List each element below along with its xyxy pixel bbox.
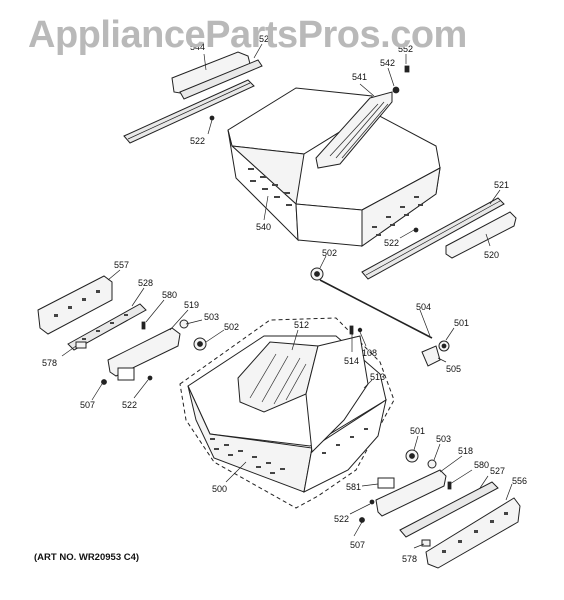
part-522-screw-upper-right [413,227,419,233]
part-522-screw-lower-left [147,375,153,381]
callout-518: 518 [458,446,473,456]
callout-507-right: 507 [350,540,365,550]
art-number-label: (ART NO. WR20953 C4) [34,552,140,563]
callout-503-left: 503 [204,312,219,322]
part-580-pin-left [141,321,146,330]
callout-522-upper-right: 522 [384,238,399,248]
callout-512: 512 [294,320,309,330]
callout-552-upper-right: 552 [398,44,413,54]
callout-522-upper-left: 522 [190,136,205,146]
callout-522-lower-right: 522 [334,514,349,524]
lower-basket-500 [179,317,395,509]
part-578-clip-left [75,341,87,349]
callout-520: 520 [484,250,499,260]
callout-108: 108 [362,348,377,358]
callout-580-left: 580 [162,290,177,300]
upper-bin-540 [227,65,441,247]
part-552-rail [179,59,263,100]
callout-labels: 544 552 552 541 542 522 540 521 522 520 … [42,34,527,564]
part-578-clip-right [421,539,431,547]
callout-522-lower-left: 522 [122,400,137,410]
part-556-bracket [425,497,521,569]
callout-578-left: 578 [42,358,57,368]
callout-501-right: 501 [454,318,469,328]
callout-502-upper: 502 [322,248,337,258]
callout-542: 542 [380,58,395,68]
callout-556: 556 [512,476,527,486]
leader-lines [61,43,513,549]
callout-552-upper-left: 552 [254,34,269,44]
part-503-clip-left [179,319,189,329]
part-513-divider [305,335,369,454]
part-581-bracket [377,477,395,489]
callout-540: 540 [256,222,271,232]
part-514-clip [349,325,354,335]
callout-580-right: 580 [474,460,489,470]
callout-521: 521 [494,180,509,190]
callout-527: 527 [490,466,505,476]
callout-500: 500 [212,484,227,494]
callout-581: 581 [346,482,361,492]
part-542-clip [392,86,400,94]
part-527-rail [399,481,499,538]
part-108-screw [357,327,363,333]
callout-578-right: 578 [402,554,417,564]
part-503-clip-right [427,459,437,469]
assembly-500-outline [179,317,395,509]
part-518-slide [375,469,447,517]
callout-514: 514 [344,356,359,366]
callout-501-lower: 501 [410,426,425,436]
part-557-bracket [37,275,113,335]
callout-504: 504 [416,302,431,312]
upper-left-rail-assembly [123,51,263,144]
callout-544: 544 [190,42,205,52]
callout-505: 505 [446,364,461,374]
part-505-bracket [421,345,441,367]
part-522-screw-upper-left [209,115,215,121]
callout-503-right: 503 [436,434,451,444]
part-522-screw-lower-right [369,499,375,505]
callout-507-left: 507 [80,400,95,410]
callout-513: 513 [370,372,385,382]
callout-541: 541 [352,72,367,82]
part-580-pin-right [447,481,452,490]
callout-528: 528 [138,278,153,288]
part-507-screw-lower-right [359,517,365,523]
callout-519: 519 [184,300,199,310]
part-507-bracket-left [117,367,135,381]
callout-557: 557 [114,260,129,270]
site-watermark: AppliancePartsPros.com [28,14,467,56]
part-552-pin [404,65,410,73]
lower-left-rail-assembly [37,275,207,385]
lower-right-rail-assembly [359,449,521,569]
rod-504-assembly [310,267,450,367]
callout-502-left: 502 [224,322,239,332]
upper-right-rail-assembly [361,197,517,280]
part-520-bracket [445,211,517,259]
